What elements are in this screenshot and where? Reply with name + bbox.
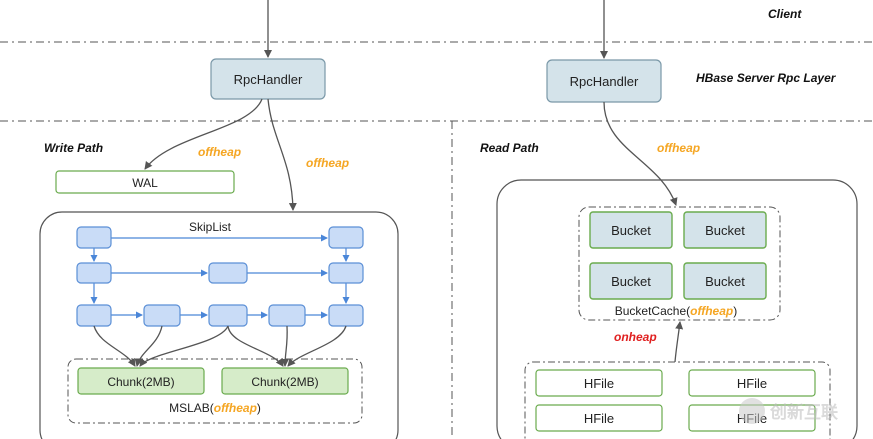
mslab-label: MSLAB(offheap) [169,401,261,415]
hfile-1: HFile [535,369,663,397]
bucket-4: Bucket [683,262,767,300]
chunk-2: Chunk(2MB) [221,367,349,395]
bucketcache-label-prefix: BucketCache( [615,304,690,318]
wal-label: WAL [132,176,158,190]
skiplist-node [143,304,181,327]
bucket-3: Bucket [589,262,673,300]
offheap-wal-label: offheap [198,145,241,159]
hfile-2-label: HFile [737,376,767,391]
hfile-3-label: HFile [584,411,614,426]
rpc-handler-read: RpcHandler [546,59,662,103]
hfile-container [524,361,831,439]
skiplist-node [76,262,112,284]
memstore-container [39,211,399,439]
chunk-1: Chunk(2MB) [77,367,205,395]
blockcache-container [496,179,858,439]
rpc-handler-write: RpcHandler [210,58,326,100]
bucket-4-label: Bucket [705,274,745,289]
watermark-logo-icon [739,398,765,424]
skiplist-node [328,262,364,284]
skiplist-node [76,226,112,249]
arrow-rpc-to-memstore [267,98,297,211]
bucketcache-container [578,206,781,321]
arrow-rpc-to-wal [144,98,263,170]
rpc-handler-read-label: RpcHandler [570,74,639,89]
skiplist-label: SkipList [189,220,232,234]
bucketcache-label-suffix: ) [733,304,737,318]
wal-box: WAL [55,170,235,194]
arrow-rpc-to-bucketcache [603,101,678,206]
watermark-text: 创新互联 [769,402,838,423]
onheap-label: onheap [614,330,657,344]
node-chunk-links [93,325,347,367]
bucketcache-label-highlight: offheap [690,304,733,318]
zone-label-read-path: Read Path [480,141,539,155]
hfile-1-label: HFile [584,376,614,391]
skiplist-links [90,234,350,319]
bucket-2-label: Bucket [705,223,745,238]
skiplist-node [328,226,364,249]
offheap-read-label: offheap [657,141,700,155]
bucket-1: Bucket [589,211,673,249]
mslab-container [67,358,363,424]
mslab-label-suffix: ) [257,401,261,415]
bucket-1-label: Bucket [611,223,651,238]
rpc-handler-write-label: RpcHandler [234,72,303,87]
skiplist-nodes [76,226,364,327]
skiplist-node [208,262,248,284]
chunk-2-label: Chunk(2MB) [251,375,318,389]
hfile-3: HFile [535,404,663,432]
hfile-2: HFile [688,369,816,397]
skiplist-node [328,304,364,327]
skiplist-node [76,304,112,327]
skiplist-node [268,304,306,327]
bucketcache-label: BucketCache(offheap) [615,304,738,318]
mslab-label-prefix: MSLAB( [169,401,214,415]
zone-label-write-path: Write Path [44,141,103,155]
bucket-3-label: Bucket [611,274,651,289]
skiplist-node [208,304,248,327]
arrow-hfile-to-bucketcache [674,321,684,363]
zone-label-client: Client [768,7,802,21]
zone-label-rpc-layer: HBase Server Rpc Layer [696,71,837,85]
bucket-2: Bucket [683,211,767,249]
mslab-label-highlight: offheap [214,401,257,415]
chunk-1-label: Chunk(2MB) [107,375,174,389]
offheap-memstore-label: offheap [306,156,349,170]
watermark: 创新互联 [739,398,838,424]
